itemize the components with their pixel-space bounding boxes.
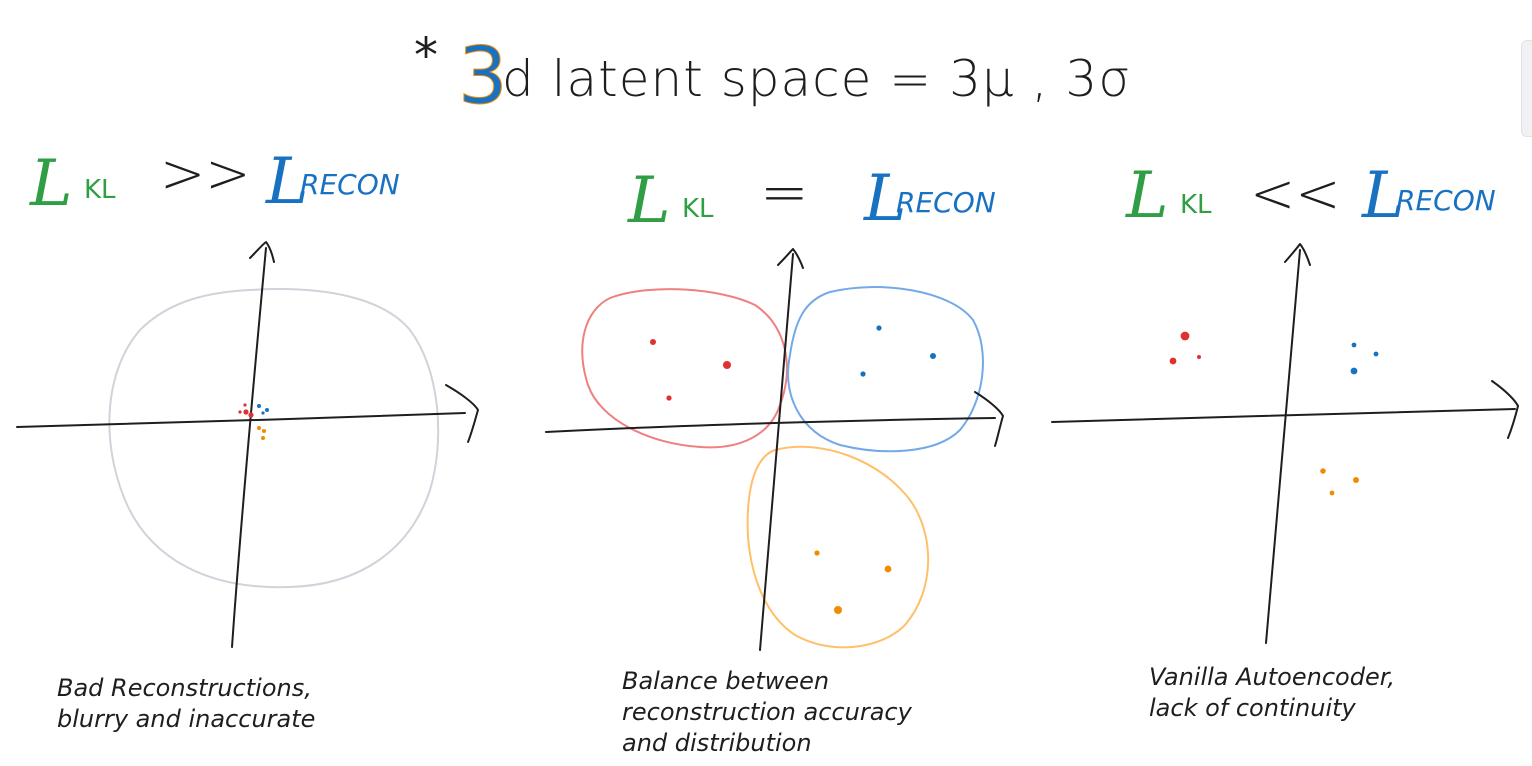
data-point-orange [262, 429, 266, 433]
data-point-orange [884, 565, 892, 573]
data-point-blue [876, 325, 882, 331]
data-point-red [1169, 357, 1177, 365]
panel-1-lhs: L [29, 147, 73, 221]
data-point-blue [1351, 342, 1357, 348]
panel-2-plot [545, 248, 1004, 651]
panel-1-x-axis [16, 412, 466, 428]
panel-2-blue-region [787, 286, 984, 453]
data-point-red [248, 412, 254, 418]
data-point-red [243, 403, 247, 407]
panel-3-rhs: L [1361, 159, 1405, 233]
panel-3-x-arrow [1491, 380, 1519, 439]
data-point-orange [1320, 468, 1326, 474]
panel-3-lhs: L [1125, 159, 1169, 233]
data-point-red [723, 361, 731, 369]
panel-3-y-arrow [1284, 243, 1311, 266]
panel-2-orange-region [746, 445, 930, 649]
data-point-red [238, 410, 242, 414]
data-point-orange [261, 436, 265, 440]
data-point-blue [1373, 351, 1379, 357]
panel-1-rhs-sub: RECON [300, 168, 400, 201]
data-point-red [650, 339, 656, 345]
panel-3-caption: Vanilla Autoencoder, lack of continuity [1149, 663, 1396, 722]
title-asterisk: * [414, 28, 438, 84]
data-point-red [1197, 355, 1201, 359]
panel-3-y-axis [1265, 249, 1301, 644]
data-point-red [243, 409, 249, 415]
panel-2-lhs-sub: KL [682, 194, 714, 224]
data-point-blue [265, 408, 269, 412]
panel-2-rhs: L [863, 162, 907, 236]
panel-2-y-arrow [777, 248, 804, 269]
panel-1-y-arrow [249, 241, 275, 263]
panel-1-rhs: L [265, 145, 309, 219]
panel-3-points [1169, 331, 1379, 496]
title-three: 3 [458, 32, 508, 122]
panel-3-operator: << [1250, 162, 1341, 225]
panel-1-prior-circle [108, 288, 440, 589]
panel-3-rhs-sub: RECON [1396, 184, 1496, 217]
panel-2-relation: L KL = L RECON [627, 158, 996, 238]
panel-2-lhs: L [627, 164, 671, 238]
panel-3-x-axis [1051, 408, 1516, 423]
title: * 3 d latent space = 3μ , 3σ [414, 28, 1131, 123]
data-point-blue [257, 404, 261, 408]
data-point-orange [257, 426, 261, 430]
data-point-blue [261, 411, 265, 415]
panel-1-points [238, 403, 269, 440]
panel-1-operator: >> [160, 142, 251, 205]
panel-3-plot [1051, 243, 1519, 644]
data-point-red [1180, 331, 1190, 341]
data-point-orange [834, 606, 842, 614]
scrollbar[interactable] [1521, 40, 1532, 137]
panel-1-y-axis [231, 247, 267, 648]
panel-2-operator: = [760, 158, 809, 226]
panel-1-caption: Bad Reconstructions, blurry and inaccura… [57, 674, 316, 733]
data-point-blue [930, 353, 936, 359]
panel-1-relation: L KL >> L RECON [29, 142, 400, 221]
panel-2-rhs-sub: RECON [896, 186, 996, 219]
data-point-orange [814, 550, 820, 556]
panel-2-caption: Balance between reconstruction accuracy … [622, 667, 912, 757]
panel-1-plot [16, 241, 479, 648]
panel-3-lhs-sub: KL [1180, 190, 1212, 220]
data-point-orange [1353, 477, 1359, 483]
data-point-orange [1329, 490, 1335, 496]
panel-1-lhs-sub: KL [84, 175, 116, 205]
data-point-blue [860, 371, 866, 377]
panel-2-red-region [581, 288, 788, 449]
title-text: d latent space = 3μ , 3σ [502, 50, 1131, 108]
panel-3-relation: L KL << L RECON [1125, 159, 1496, 233]
panel-2-y-axis [759, 253, 794, 651]
data-point-red [666, 395, 672, 401]
panel-2-points [650, 325, 936, 614]
panel-2-x-axis [545, 417, 996, 433]
panel-1-x-arrow [445, 384, 479, 443]
panel-2-x-arrow [974, 391, 1004, 447]
data-point-blue [1350, 367, 1358, 375]
